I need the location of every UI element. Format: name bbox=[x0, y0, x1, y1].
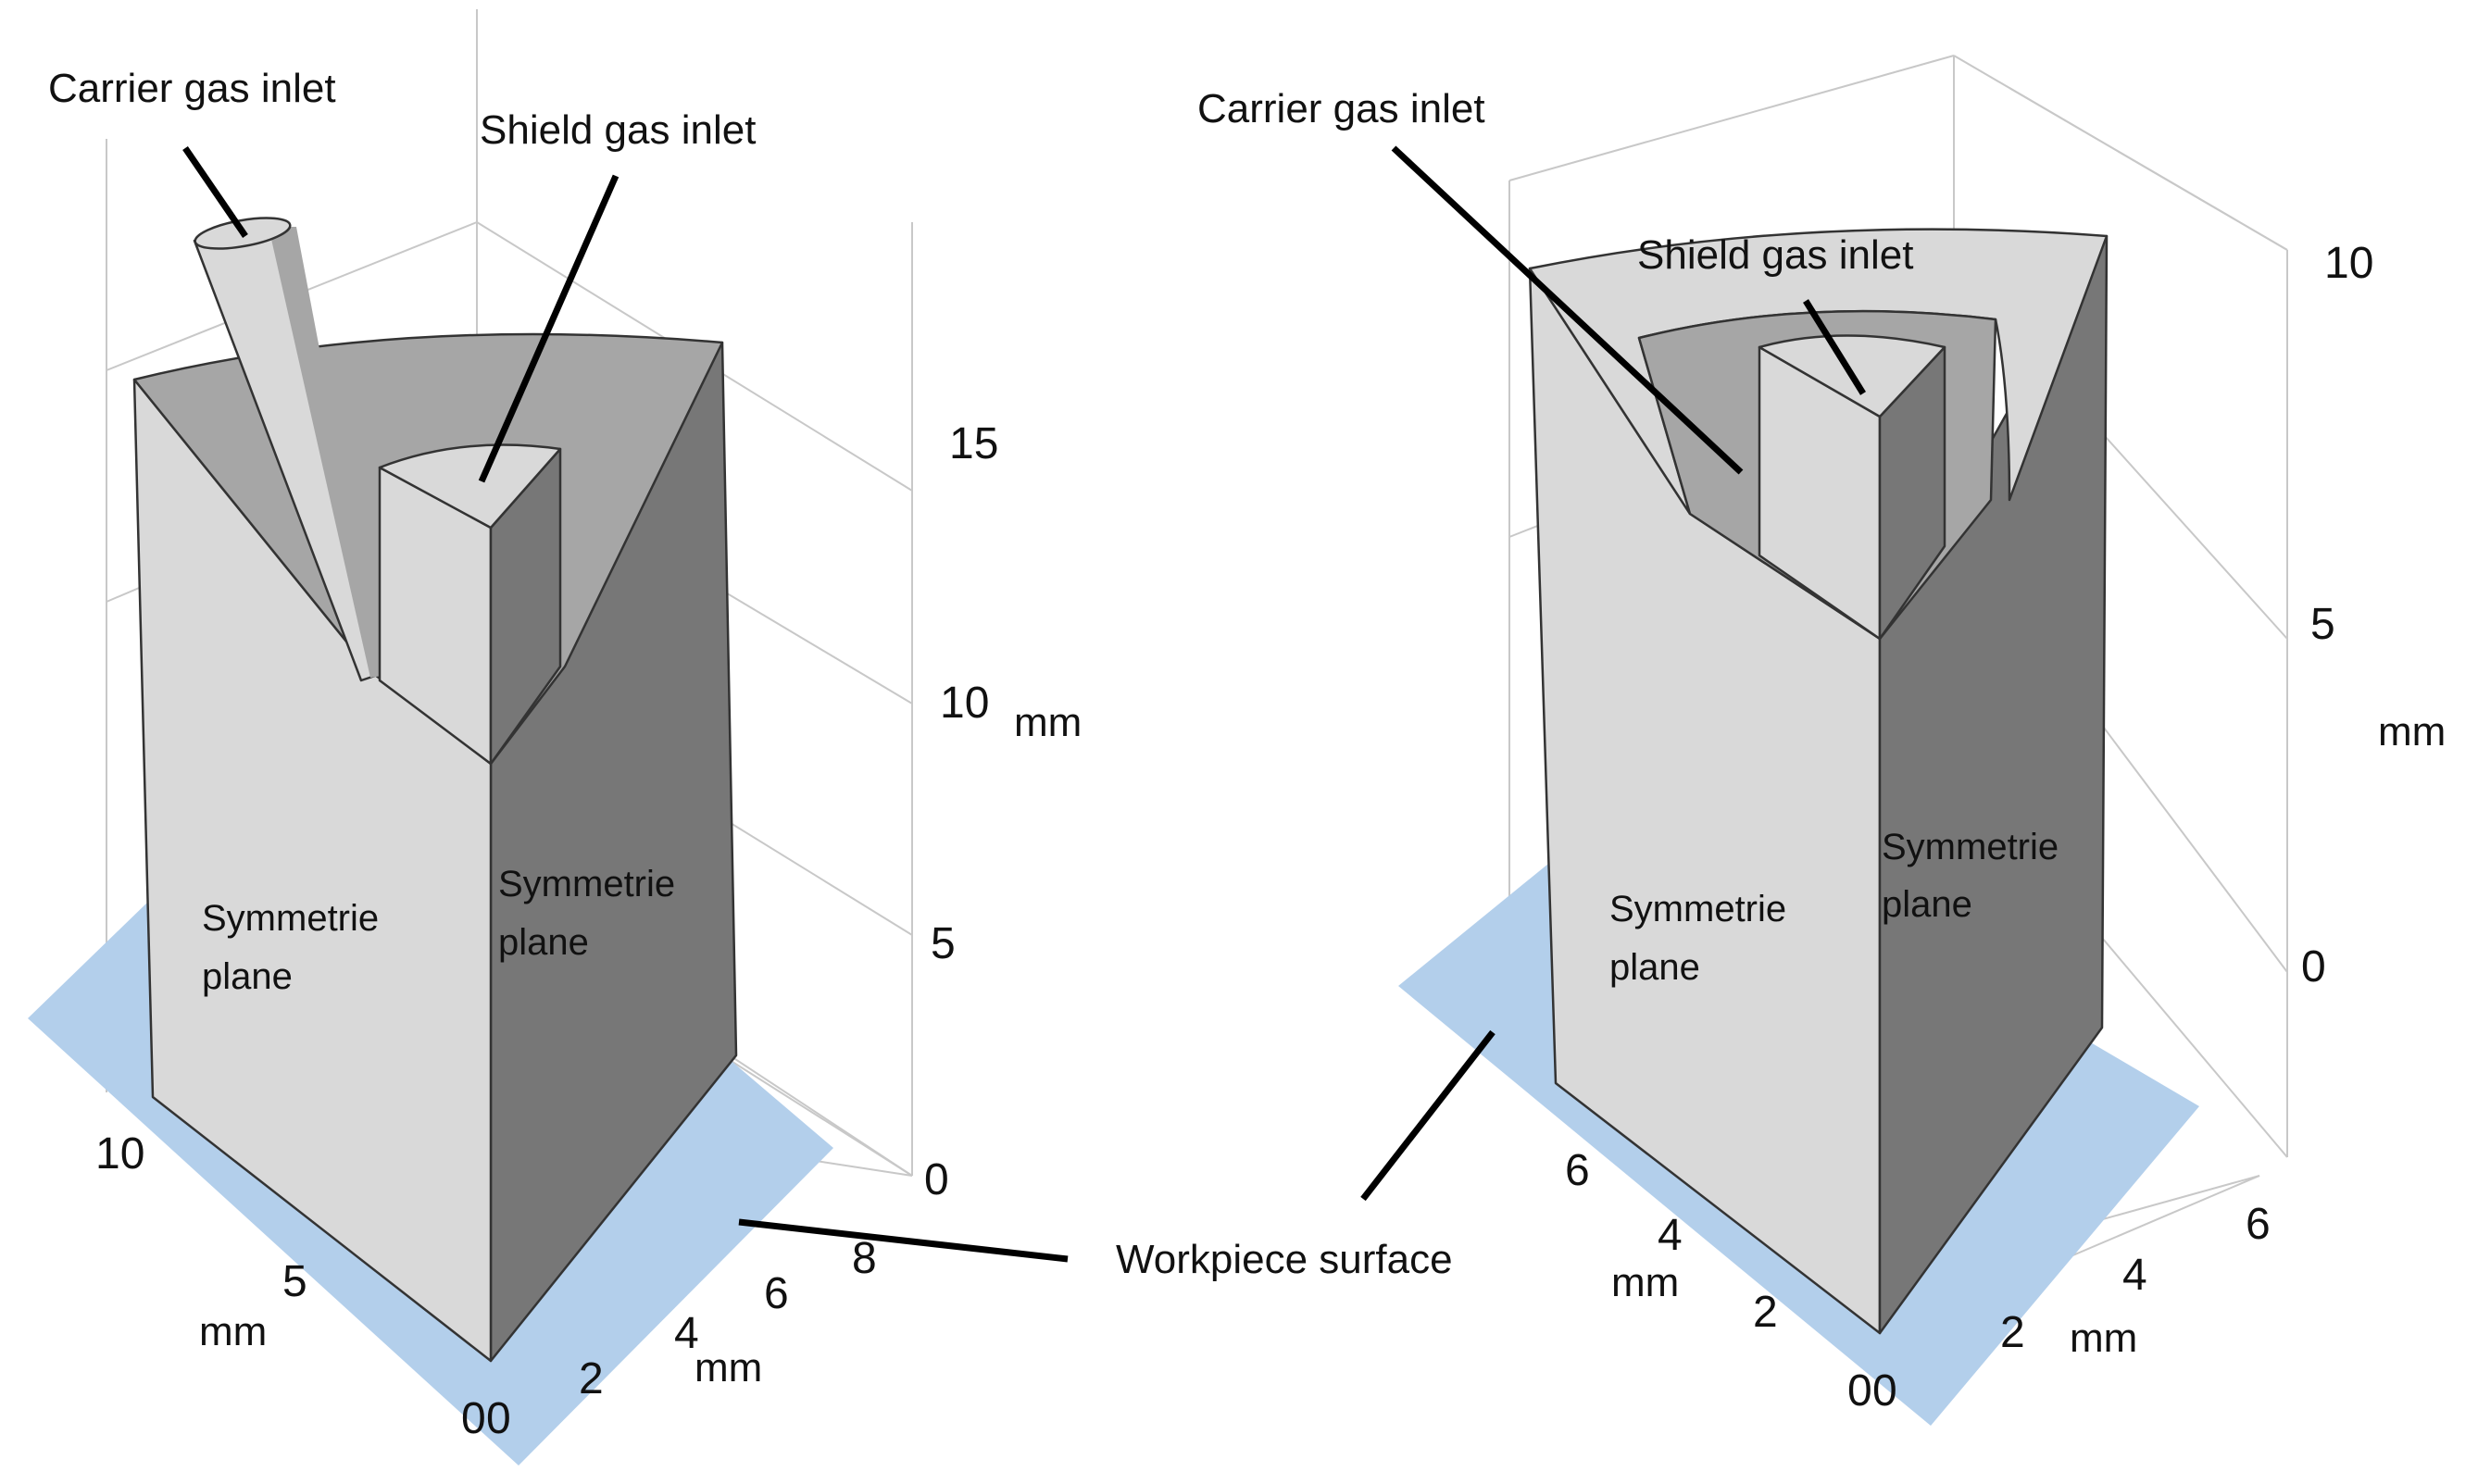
left-shield-pillar-top bbox=[378, 443, 562, 530]
right-shield-leader bbox=[1803, 299, 1866, 395]
right-shield-label: Shield gas inlet bbox=[1637, 232, 1913, 278]
right-y-tick: 6 bbox=[2246, 1200, 2271, 1249]
left-x-tick: 0 bbox=[461, 1394, 486, 1443]
right-carrier-leader bbox=[1391, 145, 1744, 475]
left-symmetry-label-2-line1: Symmetrie bbox=[498, 864, 675, 904]
left-y-unit: mm bbox=[695, 1345, 762, 1390]
right-y-unit: mm bbox=[2070, 1316, 2137, 1361]
left-symmetry-label-1-line1: Symmetrie bbox=[202, 898, 379, 939]
right-y-tick: 4 bbox=[2122, 1251, 2147, 1300]
workpiece-label: Workpiece surface bbox=[1116, 1237, 1453, 1282]
left-symmetry-label-1-line2: plane bbox=[202, 956, 293, 997]
right-x-tick: 0 bbox=[1847, 1366, 1872, 1415]
right-symmetry-label-1-line2: plane bbox=[1609, 947, 1700, 988]
right-z-unit: mm bbox=[2378, 709, 2446, 754]
right-y-tick: 2 bbox=[2000, 1308, 2025, 1357]
left-y-tick: 2 bbox=[579, 1354, 604, 1403]
right-symmetry-label-1-line1: Symmetrie bbox=[1609, 889, 1786, 929]
right-carrier-label: Carrier gas inlet bbox=[1197, 86, 1485, 131]
left-y-tick: 8 bbox=[852, 1234, 877, 1283]
right-x-unit: mm bbox=[1611, 1260, 1679, 1305]
left-shield-leader bbox=[478, 174, 620, 483]
left-x-tick: 10 bbox=[95, 1129, 144, 1178]
right-symmetry-label-2-line1: Symmetrie bbox=[1882, 827, 2059, 867]
right-z-tick: 10 bbox=[2324, 239, 2373, 288]
left-z-unit: mm bbox=[1014, 700, 1082, 745]
workpiece-leader-right bbox=[1360, 1029, 1496, 1202]
right-z-tick: 0 bbox=[2301, 942, 2326, 991]
left-x-tick: 5 bbox=[282, 1257, 307, 1306]
left-shield-label: Shield gas inlet bbox=[480, 107, 756, 153]
right-symmetry-label-2-line2: plane bbox=[1882, 884, 1972, 925]
left-y-tick: 6 bbox=[764, 1269, 789, 1318]
right-x-tick: 2 bbox=[1753, 1288, 1778, 1337]
left-y-tick: 0 bbox=[486, 1394, 511, 1443]
left-z-tick: 0 bbox=[924, 1155, 949, 1204]
left-symmetry-label-2-line2: plane bbox=[498, 922, 589, 963]
left-carrier-leader bbox=[182, 146, 248, 238]
left-carrier-tube-shade bbox=[269, 227, 382, 678]
left-z-tick: 5 bbox=[931, 919, 956, 968]
left-x-unit: mm bbox=[199, 1309, 267, 1354]
left-z-tick: 15 bbox=[949, 419, 998, 468]
right-x-tick: 6 bbox=[1565, 1146, 1590, 1195]
left-y-tick: 4 bbox=[674, 1309, 699, 1358]
right-figure: Carrier gas inlet Shield gas inlet Workp… bbox=[738, 55, 2446, 1426]
workpiece-leader-left bbox=[738, 1218, 1069, 1263]
left-figure: Carrier gas inlet Shield gas inlet Symme… bbox=[28, 9, 1082, 1465]
left-carrier-label: Carrier gas inlet bbox=[48, 66, 336, 111]
left-z-tick: 10 bbox=[940, 679, 989, 728]
right-z-tick: 5 bbox=[2310, 600, 2335, 649]
right-x-tick: 4 bbox=[1658, 1211, 1683, 1260]
right-y-tick: 0 bbox=[1872, 1366, 1897, 1415]
